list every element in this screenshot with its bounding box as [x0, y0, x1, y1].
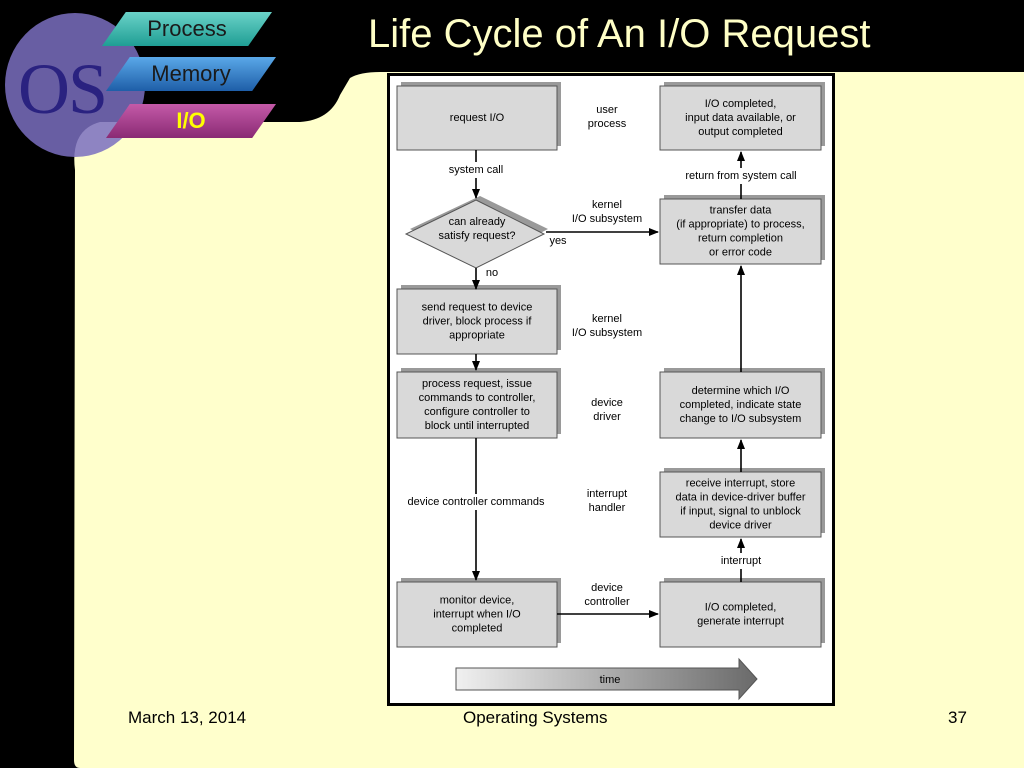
box-monitor-device — [396, 581, 558, 648]
box-label: request I/O — [450, 112, 505, 124]
box-label: appropriate — [449, 329, 505, 341]
layer-label: I/O subsystem — [572, 327, 642, 339]
logo-disc — [5, 13, 145, 157]
edge-label-system-call: system call — [449, 164, 503, 176]
edge-label-yes: yes — [549, 235, 567, 247]
layer-label: kernel — [592, 313, 622, 325]
box-label: configure controller to — [424, 406, 530, 418]
box-label: commands to controller, — [419, 392, 536, 404]
box-label: output completed — [698, 126, 782, 138]
box-label: change to I/O subsystem — [680, 413, 802, 425]
box-label: I/O completed, — [705, 601, 777, 613]
edge-label-device-controller-commands: device controller commands — [408, 496, 545, 508]
box-label: I/O completed, — [705, 98, 777, 110]
footer-page-number: 37 — [948, 708, 967, 727]
box-process-request — [396, 371, 558, 439]
edge-label-interrupt: interrupt — [721, 555, 761, 567]
box-label: generate interrupt — [697, 615, 784, 627]
nav-tab-io[interactable]: I/O — [106, 104, 276, 138]
footer-date: March 13, 2014 — [128, 708, 247, 727]
layer-label: device — [591, 582, 623, 594]
decision-label: satisfy request? — [438, 230, 515, 242]
box-receive-interrupt — [659, 471, 822, 538]
layer-label: I/O subsystem — [572, 213, 642, 225]
decision-label: can already — [449, 216, 506, 228]
box-label: interrupt when I/O — [433, 608, 521, 620]
footer-course-title: Operating Systems — [463, 708, 608, 727]
layer-label: controller — [584, 596, 630, 608]
box-label: receive interrupt, store — [686, 477, 795, 489]
layer-label: handler — [589, 502, 626, 514]
edge-label-backing — [710, 553, 772, 569]
edge-label-backing — [666, 168, 816, 184]
edge-label-backing — [392, 494, 560, 510]
io-lifecycle-diagram: request I/O send request to device driver,… — [387, 73, 835, 706]
os-logo: OS — [18, 49, 108, 129]
layer-label: kernel — [592, 199, 622, 211]
box-label: or error code — [709, 246, 772, 258]
box-io-completed-bottom — [659, 581, 822, 648]
time-label: time — [600, 674, 621, 686]
layer-label: driver — [593, 411, 621, 423]
box-label: (if appropriate) to process, — [676, 218, 804, 230]
layer-label: process — [588, 118, 627, 130]
box-determine-io — [659, 371, 822, 439]
box-io-completed-top — [659, 85, 822, 151]
edge-label-backing — [438, 162, 514, 178]
box-label: completed — [452, 622, 503, 634]
layer-label: user — [596, 104, 618, 116]
nav-tab-label: Process — [147, 16, 227, 41]
box-label: completed, indicate state — [680, 399, 802, 411]
nav-tab-label: I/O — [176, 108, 206, 133]
time-arrow — [455, 657, 758, 701]
slide-title: Life Cycle of An I/O Request — [368, 12, 871, 56]
box-label: if input, signal to unblock — [680, 505, 801, 517]
box-label: return completion — [698, 232, 783, 244]
box-label: driver, block process if — [423, 315, 533, 327]
diagram-canvas: request I/O send request to device driver,… — [392, 82, 825, 701]
layer-label: device — [591, 397, 623, 409]
edge-label-return-from-system-call: return from system call — [685, 170, 796, 182]
box-label: data in device-driver buffer — [675, 491, 805, 503]
layer-label: interrupt — [587, 488, 627, 500]
edge-label-no: no — [486, 267, 498, 279]
nav-tab-label: Memory — [151, 61, 231, 86]
box-label: process request, issue — [422, 378, 532, 390]
box-label: device driver — [709, 519, 772, 531]
box-label: block until interrupted — [425, 420, 530, 432]
box-label: send request to device — [422, 301, 533, 313]
box-label: monitor device, — [440, 594, 515, 606]
box-label: transfer data — [710, 204, 773, 216]
nav-tab-process[interactable]: Process — [102, 12, 272, 46]
nav-tab-memory[interactable]: Memory — [106, 57, 276, 91]
box-request-io — [396, 85, 558, 151]
box-label: determine which I/O — [692, 385, 790, 397]
box-label: input data available, or — [685, 112, 796, 124]
